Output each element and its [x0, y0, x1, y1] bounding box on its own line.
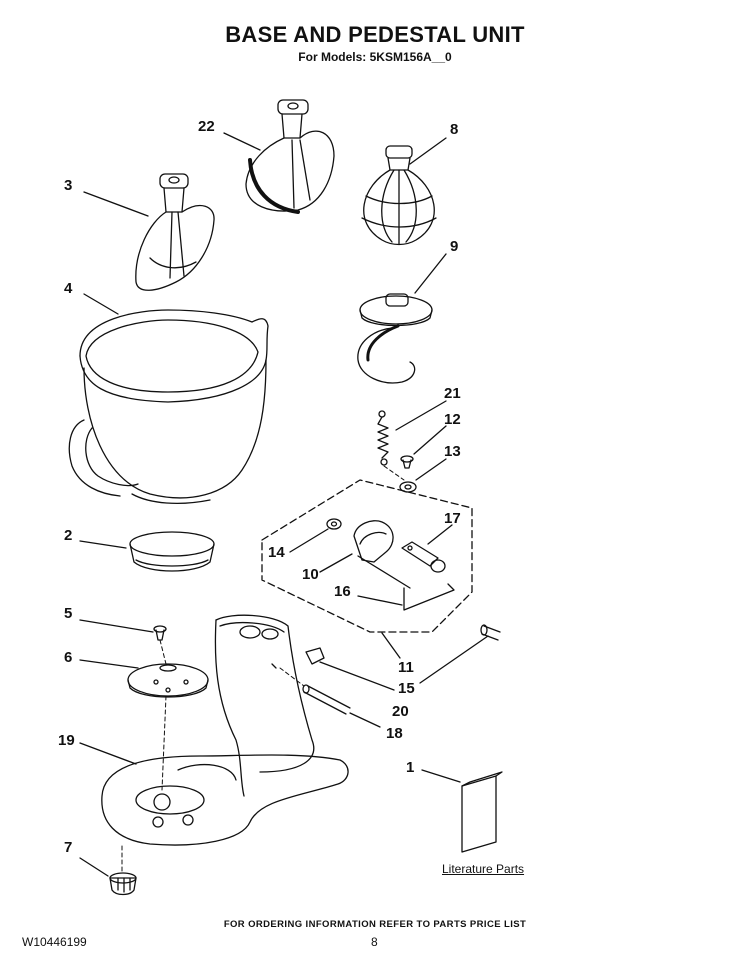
pin-11-drawing: [480, 624, 501, 641]
foot-drawing: [109, 872, 137, 896]
plate-drawing: [127, 663, 209, 698]
washer-14-drawing: [326, 518, 342, 530]
callout-18: 18: [386, 725, 403, 742]
callout-3: 3: [64, 177, 73, 194]
screw-5-drawing: [153, 625, 167, 641]
clamp-band-drawing: [129, 531, 215, 572]
dough-hook-drawing: [357, 293, 433, 384]
callout-7: 7: [64, 839, 73, 856]
screw-12-drawing: [400, 455, 414, 469]
rod-16-drawing: [403, 583, 455, 611]
washer-13-drawing: [399, 481, 417, 493]
callout-4: 4: [64, 280, 73, 297]
callout-11: 11: [398, 659, 414, 676]
callout-15: 15: [398, 680, 415, 697]
lever-10-drawing: [353, 520, 411, 589]
literature-booklet-drawing: [461, 771, 503, 853]
callout-13: 13: [444, 443, 461, 460]
callout-21: 21: [444, 385, 461, 402]
callout-9: 9: [450, 238, 459, 255]
flat-beater-drawing: [135, 173, 215, 291]
wire-whip-drawing: [361, 145, 437, 246]
pin-18-drawing: [302, 684, 351, 715]
callout-2: 2: [64, 527, 73, 544]
page-title: BASE AND PEDESTAL UNIT: [225, 22, 525, 47]
lock-lever-17-drawing: [401, 541, 446, 573]
callout-12: 12: [444, 411, 461, 428]
callout-17: 17: [444, 510, 461, 527]
model-subtitle: For Models: 5KSM156A__0: [298, 50, 452, 64]
assembly-outline: [261, 479, 473, 633]
callout-16: 16: [334, 583, 351, 600]
pin-20-drawing: [271, 663, 277, 669]
callout-5: 5: [64, 605, 73, 622]
flex-edge-beater-drawing: [245, 99, 335, 214]
alignment-lines: [121, 465, 405, 873]
callout-19: 19: [58, 732, 75, 749]
literature-parts-label: Literature Parts: [442, 862, 525, 876]
callout-10: 10: [302, 566, 319, 583]
page-number: 8: [371, 935, 378, 949]
callout-6: 6: [64, 649, 73, 666]
document-number: W10446199: [22, 935, 87, 949]
spring-drawing: [377, 410, 389, 466]
callout-14: 14: [268, 544, 285, 561]
pedestal-base-drawing: [101, 614, 349, 846]
callout-8: 8: [450, 121, 459, 138]
callout-20: 20: [392, 703, 409, 720]
ordering-notice: FOR ORDERING INFORMATION REFER TO PARTS …: [223, 919, 527, 930]
bowl-drawing: [68, 309, 269, 505]
clip-15-drawing: [305, 647, 325, 665]
callout-22: 22: [198, 118, 215, 135]
leader-lines: [79, 132, 489, 877]
callout-1: 1: [406, 759, 415, 776]
